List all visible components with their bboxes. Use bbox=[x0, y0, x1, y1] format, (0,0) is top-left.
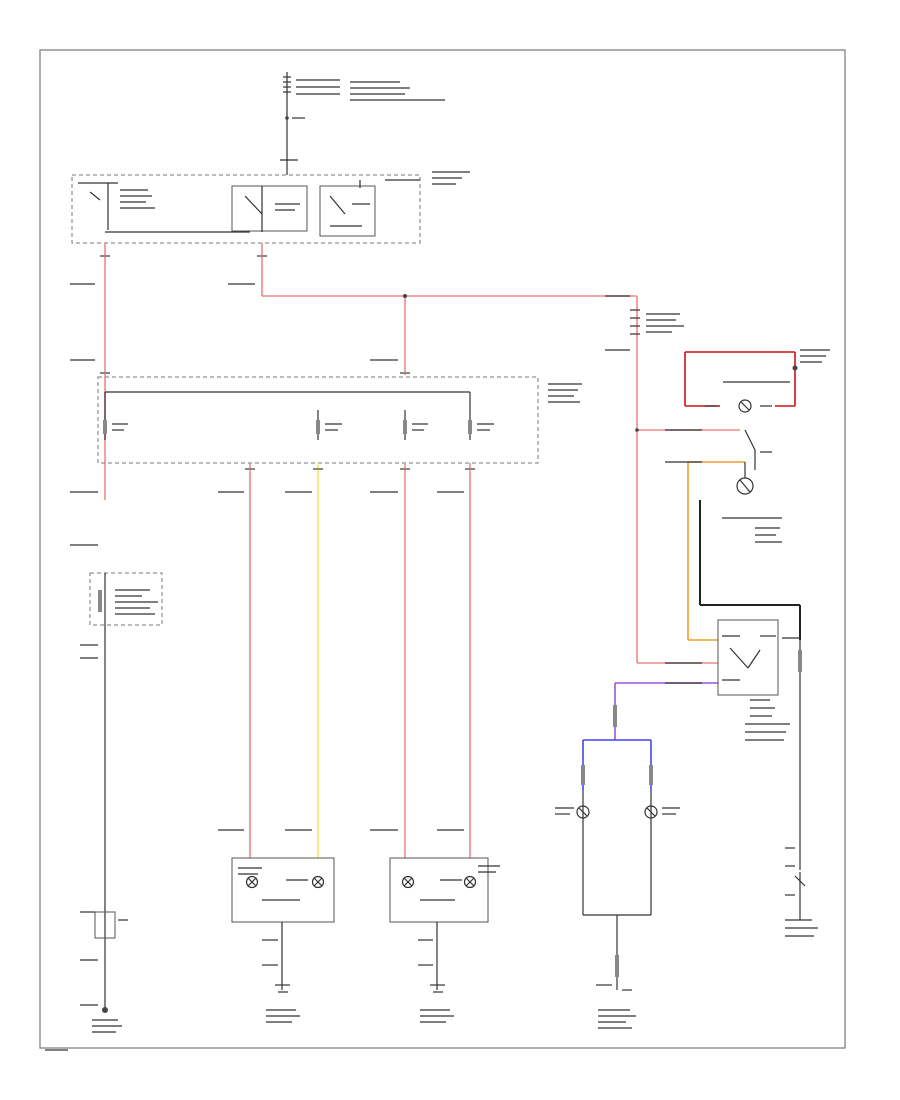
flasher-circuit bbox=[630, 309, 830, 470]
indicator-lamps bbox=[555, 682, 718, 1029]
combination-switch bbox=[71, 171, 470, 244]
fuse-junction-block bbox=[97, 376, 582, 464]
fog-circuit bbox=[665, 461, 818, 937]
left-headlight bbox=[231, 857, 335, 1023]
right-headlight bbox=[389, 857, 500, 1023]
diagram-frame bbox=[39, 49, 846, 1049]
top-fuse-feed bbox=[280, 72, 445, 175]
headlight-feed-wires bbox=[218, 463, 475, 858]
left-branch-relay bbox=[70, 491, 163, 1033]
main-feed-wires bbox=[70, 243, 740, 664]
